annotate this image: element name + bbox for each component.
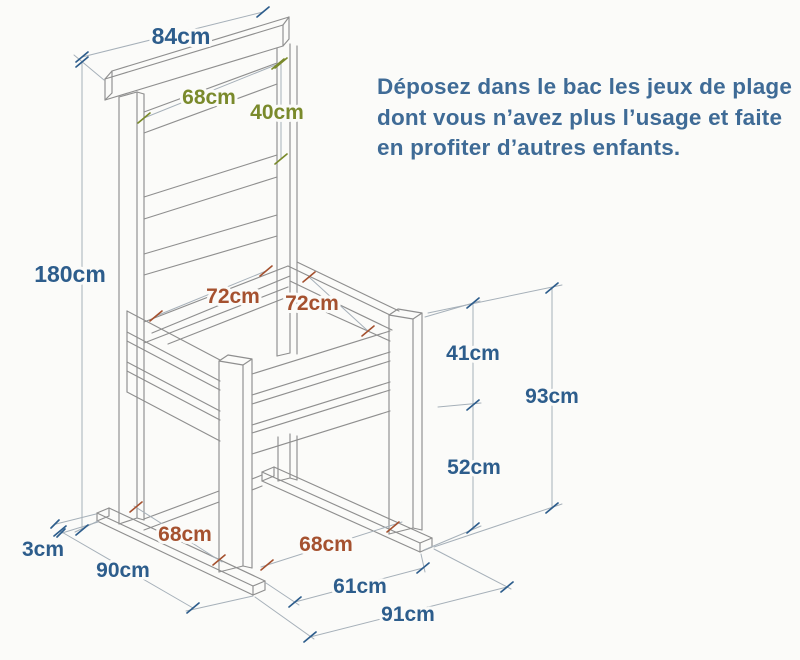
backrest-top-rail	[104, 16, 290, 101]
dim-back-inner-width-label: 68cm	[182, 86, 236, 109]
backrest-cross-rails	[143, 62, 278, 276]
backrest-left-post	[118, 91, 145, 525]
rear-cross-brace	[143, 474, 263, 531]
dim-side-total-height-label: 93cm	[525, 385, 579, 408]
dim-total-height-label: 180cm	[34, 261, 106, 287]
right-base-runner	[261, 466, 433, 553]
dim-runner-thickness-label: 3cm	[22, 538, 64, 561]
dim-runner-length-label: 90cm	[96, 559, 150, 582]
box-front-left-post	[218, 354, 253, 573]
note-line-3: en profiter d’autres enfants.	[377, 135, 681, 160]
dim-leg-clearance-label: 52cm	[447, 456, 501, 479]
dim-post-spacing-front-label: 68cm	[299, 533, 353, 556]
note-line-2: dont vous n’avez plus l’usage et faite	[377, 104, 783, 130]
box-rim-and-interior	[143, 261, 400, 345]
dim-box-depth-label: 72cm	[285, 292, 339, 315]
left-base-runner	[96, 507, 266, 596]
box-front-panel-slats	[251, 330, 391, 455]
tick-marks	[50, 6, 559, 643]
dimension-lines	[55, 11, 563, 640]
box-front-right-post	[388, 308, 423, 535]
dim-back-width-label: 84cm	[152, 23, 211, 49]
instruction-note: Déposez dans le bac les jeux de plage do…	[377, 72, 797, 164]
dim-base-diagonal-label: 91cm	[381, 603, 435, 626]
dim-box-height-label: 41cm	[446, 342, 500, 365]
dim-box-inner-width-label: 72cm	[206, 285, 260, 308]
backrest-right-post	[276, 43, 298, 482]
note-line-1: Déposez dans le bac les jeux de plage	[377, 74, 793, 99]
dim-runner-gap-label: 61cm	[333, 575, 387, 598]
dim-back-panel-gap-label: 40cm	[250, 101, 304, 124]
dimension-labels: 84cm 180cm 68cm 40cm 72cm 72cm 41cm 52cm…	[19, 20, 582, 629]
dim-post-spacing-side-label: 68cm	[158, 523, 212, 546]
box-left-panel-slats	[126, 310, 221, 442]
